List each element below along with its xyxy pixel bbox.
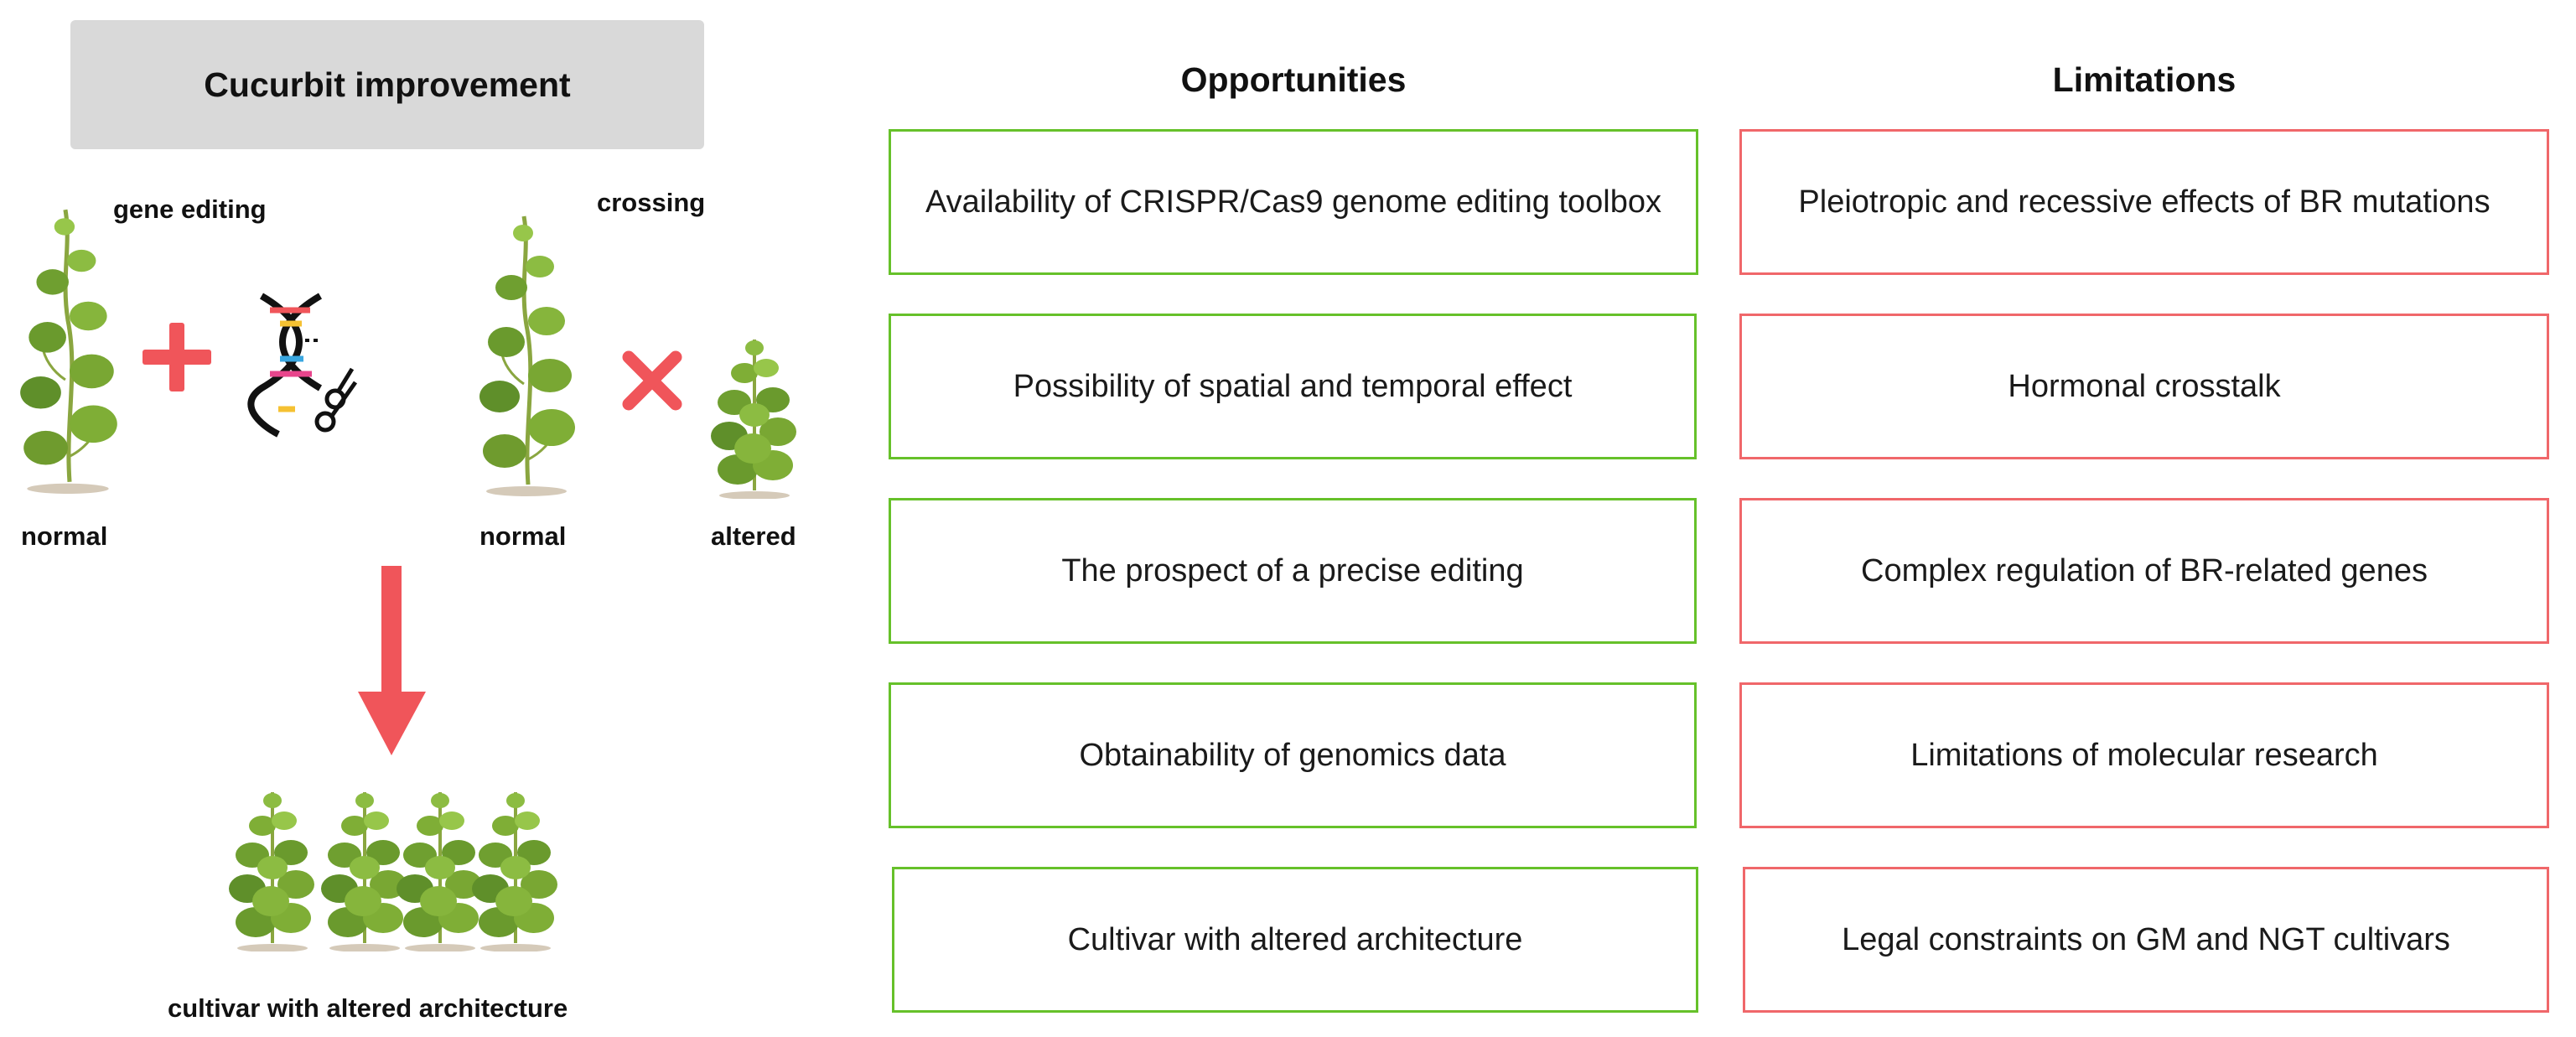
- limitation-text: Limitations of molecular research: [1910, 737, 2378, 773]
- normal-plant-left: [15, 201, 124, 495]
- opportunity-text: Cultivar with altered architecture: [1067, 921, 1523, 957]
- normal-label-right: normal: [479, 521, 567, 551]
- opportunity-text: Possibility of spatial and temporal effe…: [1013, 368, 1573, 404]
- result-plant-4: [470, 791, 559, 951]
- diagram-title: Cucurbit improvement: [204, 65, 571, 104]
- limitation-text: Legal constraints on GM and NGT cultivar…: [1842, 921, 2450, 957]
- opportunity-text: Obtainability of genomics data: [1079, 737, 1506, 773]
- altered-plant: [709, 338, 798, 499]
- result-label: cultivar with altered architecture: [168, 993, 568, 1023]
- limitation-card: Legal constraints on GM and NGT cultivar…: [1743, 867, 2549, 1013]
- opportunity-card: The prospect of a precise editing: [889, 498, 1697, 644]
- title-box: Cucurbit improvement: [70, 20, 704, 149]
- plus-icon: [143, 323, 211, 391]
- opportunity-card: Obtainability of genomics data: [889, 682, 1697, 828]
- dna-scissors-icon: [247, 293, 358, 438]
- crossing-label: crossing: [597, 188, 706, 217]
- normal-label-left: normal: [21, 521, 108, 551]
- altered-label: altered: [711, 521, 796, 551]
- limitation-text: Pleiotropic and recessive effects of BR …: [1798, 184, 2490, 220]
- limitations-header: Limitations: [2052, 60, 2237, 99]
- opportunity-card: Cultivar with altered architecture: [892, 867, 1698, 1013]
- limitation-card: Hormonal crosstalk: [1739, 314, 2549, 459]
- limitation-card: Complex regulation of BR-related genes: [1739, 498, 2549, 644]
- opportunity-card: Availability of CRISPR/Cas9 genome editi…: [889, 129, 1698, 275]
- limitation-text: Complex regulation of BR-related genes: [1861, 552, 2428, 588]
- limitation-text: Hormonal crosstalk: [2008, 368, 2281, 404]
- opportunity-text: The prospect of a precise editing: [1061, 552, 1524, 588]
- cross-icon: [622, 350, 682, 411]
- opportunity-card: Possibility of spatial and temporal effe…: [889, 314, 1697, 459]
- limitation-card: Limitations of molecular research: [1739, 682, 2549, 828]
- arrow-down-icon: [358, 566, 426, 755]
- normal-plant-right: [474, 208, 583, 497]
- result-plant-1: [227, 791, 316, 951]
- opportunities-header: Opportunities: [1180, 60, 1407, 99]
- opportunity-text: Availability of CRISPR/Cas9 genome editi…: [925, 184, 1661, 220]
- gene-editing-label: gene editing: [113, 194, 267, 224]
- limitation-card: Pleiotropic and recessive effects of BR …: [1739, 129, 2549, 275]
